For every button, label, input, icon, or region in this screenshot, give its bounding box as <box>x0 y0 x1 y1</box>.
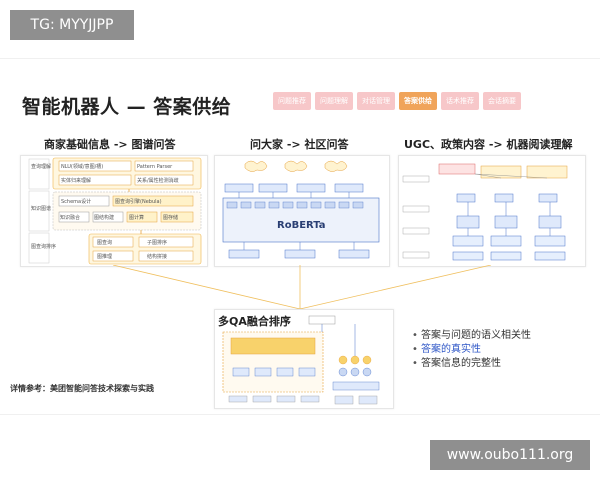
criteria-item-relevance: 答案与问题的语义相关性 <box>412 329 531 343</box>
criteria-item-truthfulness: 答案的真实性 <box>412 343 531 357</box>
community-qa-diagram-svg: RoBERTa <box>222 160 380 259</box>
box-schema-design: Schema设计 <box>61 198 91 205</box>
row-label-query-understanding: 查询理解 <box>31 163 51 170</box>
presentation-slide: 智能机器人 — 答案供给 问题推荐 问题理解 对话管理 答案供给 话术推荐 会话… <box>0 58 600 415</box>
box-graph-reasoning: 图推理 <box>97 253 112 260</box>
nav-chip-dialog-management[interactable]: 对话管理 <box>357 92 395 110</box>
box-relation-detection: 关系/属性检测消歧 <box>137 177 179 184</box>
reference-note: 详情参考：美团智能问答技术探索与实践 <box>10 384 154 393</box>
nav-chip-question-understanding[interactable]: 问题理解 <box>315 92 353 110</box>
connector-lines <box>112 265 492 310</box>
nav-chip-script-recommend[interactable]: 话术推荐 <box>441 92 479 110</box>
box-graph-query: 图查询 <box>97 239 112 246</box>
row-label-graph-ranking: 图查询排序 <box>31 243 56 250</box>
nav-chip-question-recommend[interactable]: 问题推荐 <box>273 92 311 110</box>
nav-chip-bar: 问题推荐 问题理解 对话管理 答案供给 话术推荐 会话摘要 <box>273 92 521 110</box>
watermark-tag-top-left: TG: MYYJJPP <box>10 10 134 40</box>
mrc-diagram <box>398 155 586 267</box>
box-subgraph-rank: 子图排序 <box>147 239 167 246</box>
fusion-ranking-diagram <box>214 309 394 409</box>
watermark-tag-bottom-right: www.oubo111.org <box>430 440 590 470</box>
mrc-diagram-svg <box>402 163 568 261</box>
community-qa-diagram: RoBERTa <box>214 155 390 267</box>
criteria-list: 答案与问题的语义相关性 答案的真实性 答案信息的完整性 <box>412 329 531 371</box>
row-label-knowledge-graph: 知识图谱 <box>31 205 51 212</box>
column-title-mrc: UGC、政策内容 -> 机器阅读理解 <box>404 138 573 151</box>
column-title-graph-qa: 商家基础信息 -> 图谱问答 <box>44 138 176 151</box>
fusion-ranking-diagram-svg <box>222 315 380 405</box>
fusion-ranking-title: 多QA融合排序 <box>218 315 291 328</box>
nav-chip-answer-supply[interactable]: 答案供给 <box>399 92 437 110</box>
box-graph-compute: 图计算 <box>129 214 144 221</box>
slide-title: 智能机器人 — 答案供给 <box>22 96 232 118</box>
graph-qa-diagram-svg: 查询理解 知识图谱 图查询排序 NLU(领域/意图/槽) Pattern Par… <box>28 157 202 265</box>
box-graph-storage: 图存储 <box>163 214 178 221</box>
graph-qa-diagram: 查询理解 知识图谱 图查询排序 NLU(领域/意图/槽) Pattern Par… <box>20 155 208 267</box>
box-entity-understanding: 实体归来理解 <box>61 177 91 184</box>
criteria-item-completeness: 答案信息的完整性 <box>412 357 531 371</box>
nav-chip-session-summary[interactable]: 会话摘要 <box>483 92 521 110</box>
box-knowledge-fusion: 知识融合 <box>60 214 80 221</box>
box-pattern-parser: Pattern Parser <box>137 164 173 170</box>
box-graph-build: 图结构建 <box>94 214 114 221</box>
box-nlu: NLU(领域/意图/槽) <box>61 163 103 170</box>
box-graph-engine: 图查询引擎(Nebula) <box>115 198 162 205</box>
box-result-assemble: 结构拼接 <box>147 253 167 260</box>
column-title-community-qa: 问大家 -> 社区问答 <box>250 138 349 151</box>
roberta-label: RoBERTa <box>277 220 326 231</box>
